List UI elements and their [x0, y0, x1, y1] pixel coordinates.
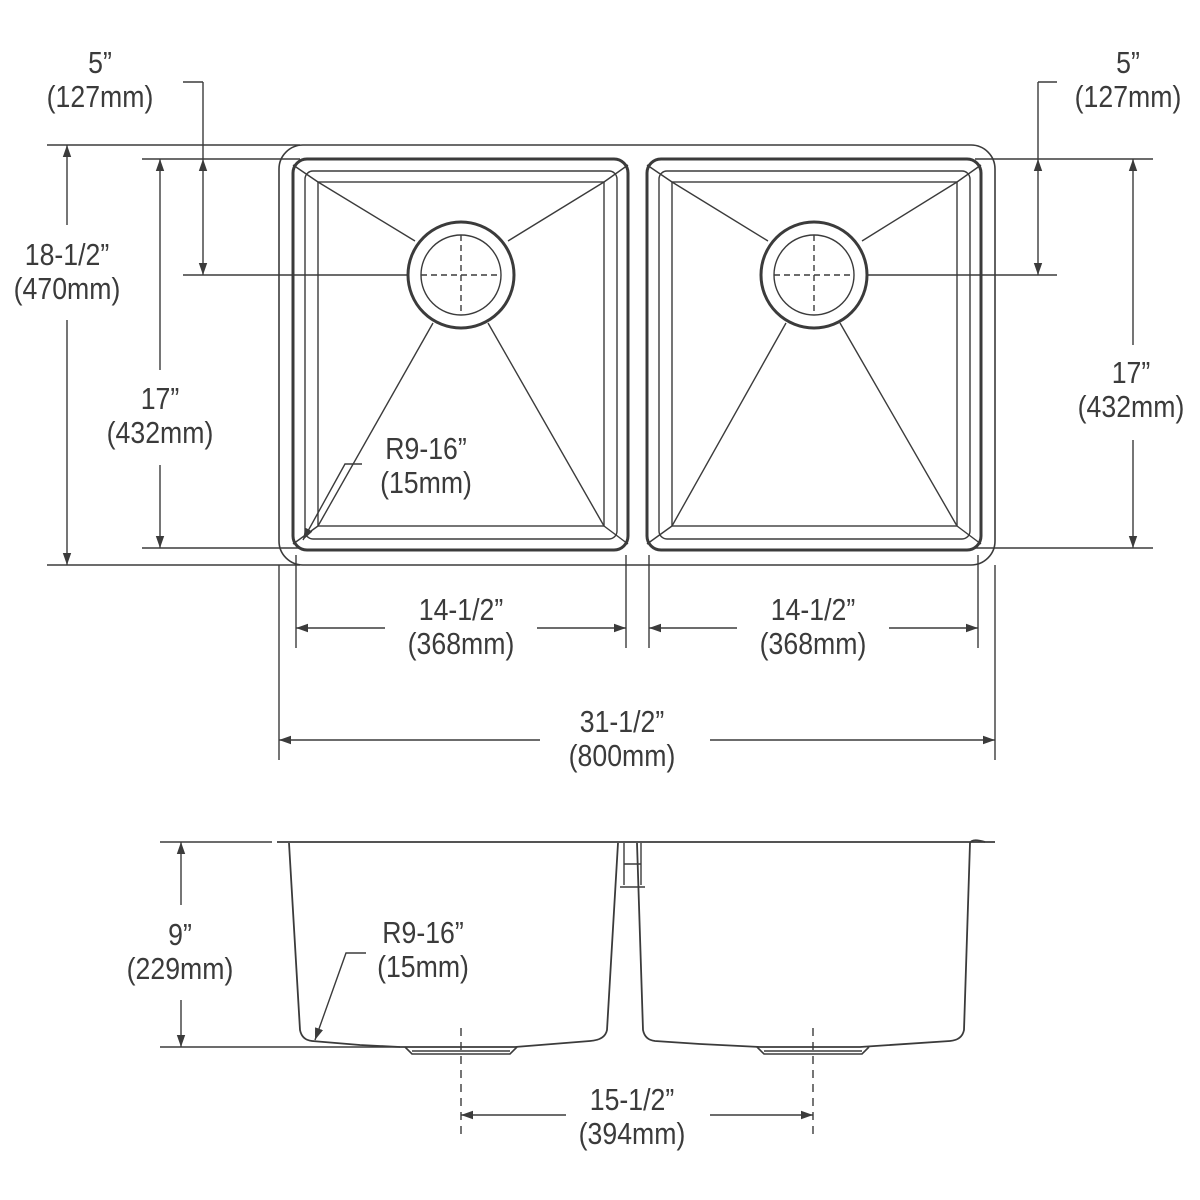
dim-overall-depth: 18-1/2” (470mm)	[13, 237, 121, 306]
dim-bowl-width-right: 14-1/2” (368mm)	[759, 592, 867, 661]
dim-drain-offset-left: 5” (127mm)	[46, 45, 154, 114]
top-view	[47, 81, 1153, 760]
dim-overall-width: 31-1/2” (800mm)	[568, 704, 676, 773]
dim-bowl-height: 9” (229mm)	[126, 917, 234, 986]
dim-bowl-depth-left: 17” (432mm)	[106, 381, 214, 450]
dim-corner-radius-top: R9-16” (15mm)	[380, 431, 472, 500]
drain-right	[759, 220, 869, 330]
dim-bowl-width-left: 14-1/2” (368mm)	[407, 592, 515, 661]
dim-corner-radius-front: R9-16” (15mm)	[377, 915, 469, 984]
dim-bowl-depth-right: 17” (432mm)	[1077, 355, 1185, 424]
sink-flange-outline	[278, 144, 996, 566]
right-bowl	[645, 157, 983, 552]
front-view	[160, 839, 995, 1135]
dim-drain-offset-right: 5” (127mm)	[1074, 45, 1182, 114]
dim-drain-spacing: 15-1/2” (394mm)	[578, 1082, 686, 1151]
